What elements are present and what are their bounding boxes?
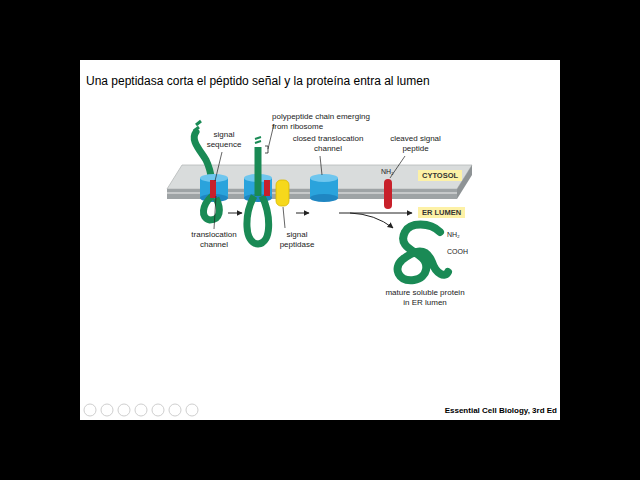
terminus-label: COOH: [447, 247, 471, 257]
part-label: signal sequence: [204, 130, 244, 149]
part-label: cleaved signal peptide: [388, 134, 443, 153]
source-credit: Essential Cell Biology, 3rd Ed: [400, 406, 557, 416]
terminus-label: NH₂: [381, 167, 401, 177]
part-label: closed translocation channel: [288, 134, 368, 153]
terminus-label: NH₂: [447, 230, 469, 240]
region-tag: ER LUMEN: [418, 207, 465, 218]
part-label: translocation channel: [184, 230, 244, 249]
part-label: mature soluble protein in ER lumen: [383, 288, 467, 307]
region-name: ER LUMEN: [422, 208, 461, 217]
region-name: CYTOSOL: [422, 171, 458, 180]
slide-title: Una peptidasa corta el péptido señal y l…: [86, 74, 556, 88]
region-tag: CYTOSOL: [418, 170, 462, 181]
part-label: signal peptidase: [272, 230, 322, 249]
part-label: polypeptide chain emerging from ribosome: [272, 112, 380, 131]
